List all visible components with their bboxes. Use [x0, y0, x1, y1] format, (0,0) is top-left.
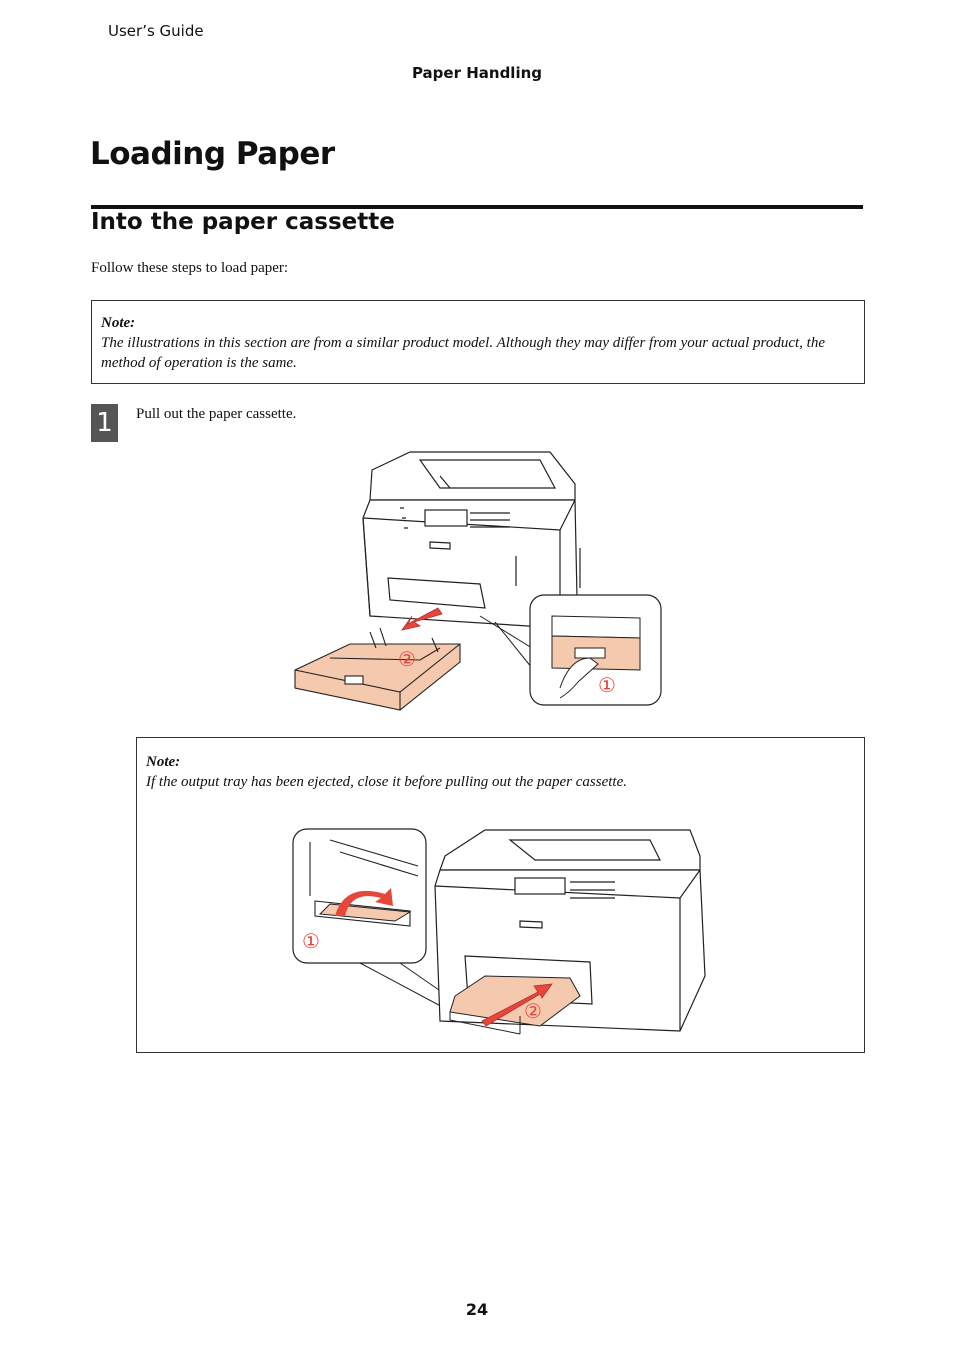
callout-2-label: ② — [398, 647, 416, 671]
callout-1-label: ① — [302, 929, 320, 953]
callout-1-label: ① — [598, 673, 616, 697]
step-number-badge: 1 — [91, 404, 118, 442]
note-box: Note: If the output tray has been ejecte… — [136, 737, 865, 1053]
note-label: Note: — [101, 315, 136, 331]
callout-2-label: ② — [524, 999, 542, 1023]
pull-arrow-icon — [401, 607, 443, 631]
page-title: Loading Paper — [90, 136, 335, 172]
title-divider — [91, 205, 863, 209]
intro-text: Follow these steps to load paper: — [91, 260, 289, 276]
printer-cassette-illustration: ② ① — [294, 451, 662, 711]
step-text: Pull out the paper cassette. — [136, 406, 297, 422]
section-header: Paper Handling — [411, 64, 543, 82]
note-box: Note: The illustrations in this section … — [91, 300, 865, 384]
page-number: 24 — [465, 1300, 489, 1319]
rotate-arrow-icon — [335, 888, 393, 916]
output-tray-illustration: ① ② — [292, 828, 706, 1035]
note-text: The illustrations in this section are fr… — [101, 335, 825, 371]
push-arrow-icon — [481, 983, 553, 1027]
running-head: User’s Guide — [108, 22, 204, 40]
subsection-title: Into the paper cassette — [91, 209, 395, 235]
note-label: Note: — [146, 754, 181, 770]
note-text: If the output tray has been ejected, clo… — [146, 774, 627, 790]
